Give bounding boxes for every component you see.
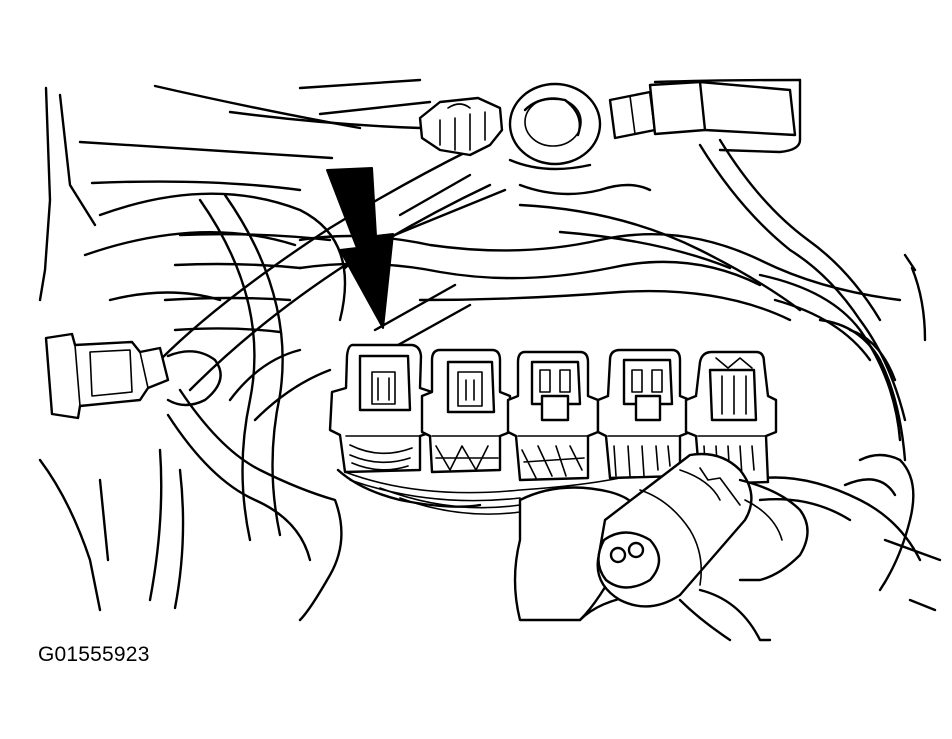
connector-2 <box>420 348 512 474</box>
connector-bank <box>328 343 778 515</box>
figure-code: G01555923 <box>38 643 150 666</box>
foreground-plug <box>513 452 809 642</box>
indicator-arrow <box>326 167 394 329</box>
left-hose-loop <box>83 192 347 622</box>
connector-4 <box>596 348 692 480</box>
connector-3 <box>506 350 600 482</box>
right-harness <box>698 138 942 592</box>
background-panel-lines <box>38 78 937 612</box>
top-connector-assembly <box>418 80 797 196</box>
left-inline-connector <box>44 332 222 420</box>
connector-1 <box>328 343 434 474</box>
coolant-hoses <box>163 203 902 334</box>
